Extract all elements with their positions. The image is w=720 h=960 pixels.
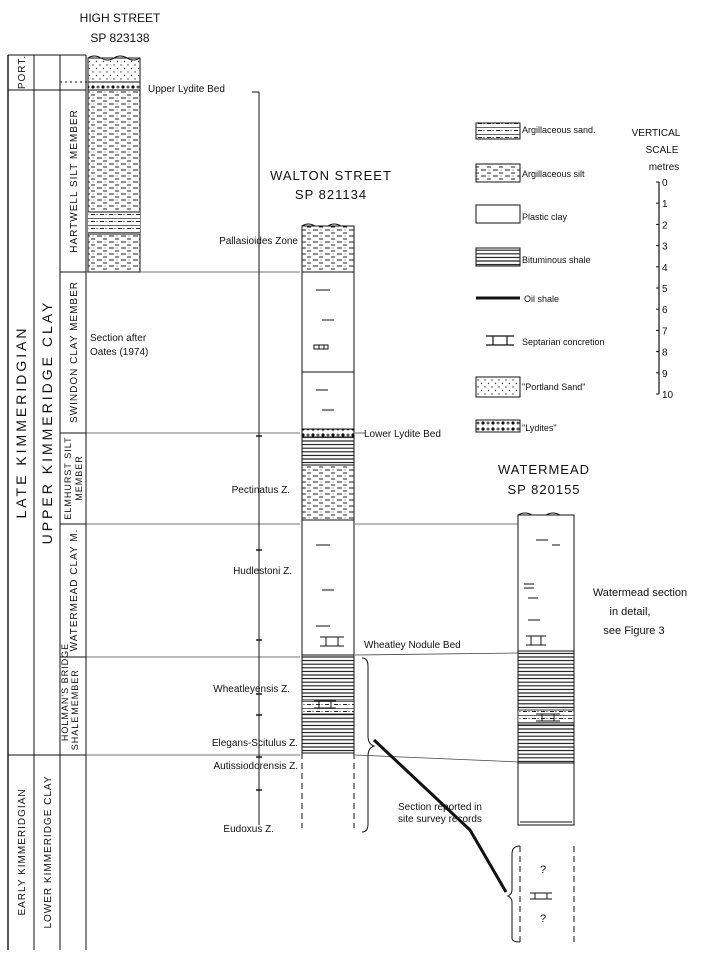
legend-septarian-label: Septarian concretion bbox=[522, 337, 605, 347]
section-reported-label: Section reported in bbox=[398, 802, 482, 813]
scale-tick-label: 1 bbox=[662, 199, 668, 210]
legend-swatch-lydites bbox=[475, 419, 521, 433]
wheatley-nodule-bed-label: Wheatley Nodule Bed bbox=[364, 640, 461, 651]
site-survey-records-label: site survey records bbox=[398, 814, 482, 825]
scale-tick-label: 10 bbox=[662, 390, 674, 401]
oates-reference-label: Oates (1974) bbox=[90, 347, 148, 358]
legend-bituminous-shale-label: Bituminous shale bbox=[522, 255, 591, 265]
watermead-detail-line3: see Figure 3 bbox=[603, 625, 664, 637]
lower-lydite-bed-label: Lower Lydite Bed bbox=[364, 429, 441, 440]
high-street-title: HIGH STREET bbox=[80, 11, 161, 25]
uncertain-question-upper: ? bbox=[540, 864, 546, 876]
watermead-detail-line2: in detail, bbox=[610, 606, 651, 618]
scale-tick-label: 3 bbox=[662, 242, 668, 253]
legend-swatch-arg-sand bbox=[475, 122, 521, 140]
walton-street-title: WALTON STREET bbox=[270, 168, 392, 183]
scale-title-scale: SCALE bbox=[646, 145, 679, 156]
legend: Argillaceous sand. Argillaceous silt Pla… bbox=[475, 122, 605, 433]
member-holmans-bridge-label-line3: SHALE bbox=[70, 716, 80, 751]
eudoxus-zone-label: Eudoxus Z. bbox=[223, 824, 274, 835]
legend-swatch-portland-sand bbox=[475, 376, 521, 398]
stage-portlandian-label: PORT. bbox=[17, 55, 28, 89]
scale-tick-label: 9 bbox=[662, 369, 668, 380]
scale-tick-label: 4 bbox=[662, 263, 668, 274]
scale-tick-label: 2 bbox=[662, 220, 668, 231]
legend-swatch-septarian bbox=[486, 335, 514, 346]
scale-unit: metres bbox=[649, 162, 680, 173]
walton-street-grid-ref: SP 821134 bbox=[295, 187, 367, 202]
legend-portland-sand-label: "Portland Sand" bbox=[522, 382, 585, 392]
elegans-scitulus-zone-label: Elegans-Scitulus Z. bbox=[212, 738, 298, 749]
formation-lower-kimmeridge-clay-label: LOWER KIMMERIDGE CLAY bbox=[43, 775, 54, 928]
legend-lydites-label: "Lydites" bbox=[522, 423, 557, 433]
member-holmans-bridge-label-line2: MEMBER bbox=[70, 669, 80, 715]
member-elmhurst-label: ELMHURST SILT bbox=[63, 436, 73, 519]
scale-tick-label: 6 bbox=[662, 305, 668, 316]
member-hartwell-label: HARTWELL SILT MEMBER bbox=[69, 109, 80, 253]
formation-upper-kimmeridge-clay-label: UPPER KIMMERIDGE CLAY bbox=[39, 300, 55, 545]
member-holmans-bridge-label: HOLMAN'S BRIDGE bbox=[60, 643, 70, 741]
uncertain-question-lower: ? bbox=[540, 913, 546, 925]
stage-early-kimmeridgian-label: EARLY KIMMERIDGIAN bbox=[17, 788, 28, 915]
vertical-scale: VERTICAL SCALE metres 0 1 2 3 4 5 6 7 8 9 10 bbox=[632, 128, 681, 401]
member-watermead-label: WATERMEAD CLAY M. bbox=[69, 529, 80, 652]
legend-arg-sand-label: Argillaceous sand. bbox=[522, 125, 596, 135]
high-street-section: HIGH STREET SP 823138 Upper Lydite Bed S… bbox=[60, 11, 225, 358]
watermead-detail-line1: Watermead section bbox=[593, 587, 687, 599]
legend-arg-silt-label: Argillaceous silt bbox=[522, 169, 585, 179]
watermead-title: WATERMEAD bbox=[498, 462, 590, 477]
hudlestoni-zone-label: Hudlestoni Z. bbox=[233, 566, 292, 577]
legend-swatch-plastic-clay bbox=[475, 204, 521, 224]
autissiodorensis-zone-label: Autissiodorensis Z. bbox=[214, 761, 298, 772]
watermead-grid-ref: SP 820155 bbox=[507, 482, 580, 497]
scale-tick-label: 8 bbox=[662, 348, 668, 359]
watermead-section: WATERMEAD SP 820155 ? ? Watermea bbox=[498, 462, 687, 945]
scale-tick-label: 5 bbox=[662, 284, 668, 295]
pectinatus-zone-label: Pectinatus Z. bbox=[232, 485, 290, 496]
high-street-grid-ref: SP 823138 bbox=[90, 31, 149, 45]
legend-oil-shale-label: Oil shale bbox=[524, 294, 559, 304]
wheatleyensis-zone-label: Wheatleyensis Z. bbox=[213, 684, 290, 695]
scale-tick-label: 0 bbox=[662, 178, 668, 189]
scale-title-vertical: VERTICAL bbox=[632, 128, 681, 139]
legend-swatch-arg-silt bbox=[475, 163, 521, 183]
stratigraphy-table: PORT. LATE KIMMERIDGIAN EARLY KIMMERIDGI… bbox=[7, 54, 87, 950]
legend-plastic-clay-label: Plastic clay bbox=[522, 212, 568, 222]
legend-swatch-bituminous-shale bbox=[475, 247, 521, 267]
stage-late-kimmeridgian-label: LATE KIMMERIDGIAN bbox=[13, 325, 29, 518]
walton-street-section: WALTON STREET SP 821134 bbox=[212, 168, 508, 893]
section-after-label: Section after bbox=[90, 333, 147, 344]
upper-lydite-bed-label: Upper Lydite Bed bbox=[148, 84, 225, 95]
member-elmhurst-label-line2: MEMBER bbox=[74, 455, 84, 501]
member-swindon-label: SWINDON CLAY MEMBER bbox=[69, 281, 80, 423]
pallasioides-zone-label: Pallasioides Zone bbox=[219, 236, 298, 247]
scale-tick-label: 7 bbox=[662, 326, 668, 337]
scale-ticks: 0 1 2 3 4 5 6 7 8 9 10 bbox=[656, 178, 674, 401]
